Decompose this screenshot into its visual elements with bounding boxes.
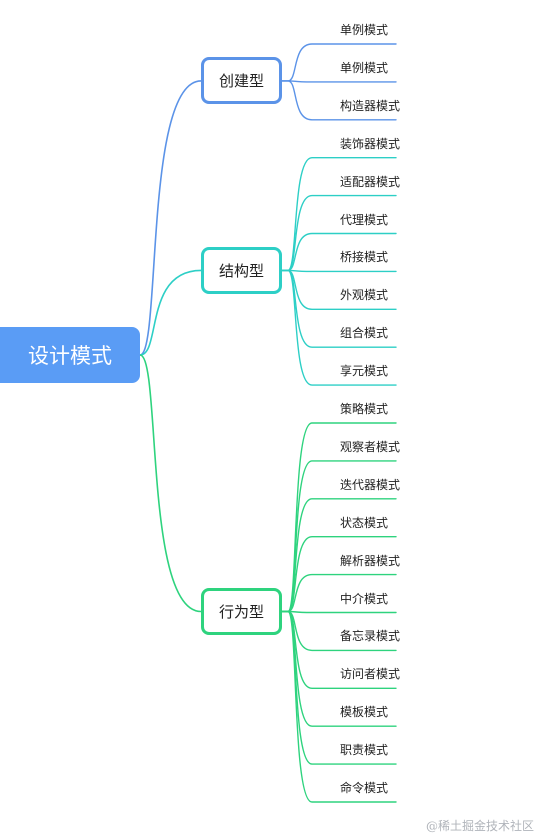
leaf-connector — [281, 80, 397, 121]
root-label: 设计模式 — [28, 344, 112, 368]
leaf-node[interactable]: 命令模式 — [340, 781, 389, 795]
leaf-connector — [281, 269, 397, 386]
leaf-node[interactable]: 解析器模式 — [340, 553, 401, 568]
leaf-node[interactable]: 构造器模式 — [340, 98, 401, 113]
leaf-connector — [281, 610, 397, 803]
leaf-node[interactable]: 职责模式 — [340, 743, 389, 758]
leaf-node[interactable]: 适配器模式 — [340, 174, 401, 189]
leaf-node[interactable]: 备忘录模式 — [340, 629, 401, 644]
leaf-node[interactable]: 迭代器模式 — [340, 477, 401, 492]
leaf-node[interactable]: 装饰器模式 — [340, 136, 401, 151]
leaf-node[interactable]: 状态模式 — [340, 515, 389, 530]
root-to-creational-connector — [139, 80, 202, 356]
category-node-behavioral[interactable]: 行为型 — [201, 588, 282, 635]
leaf-connector — [281, 80, 397, 83]
category-label: 创建型 — [218, 72, 264, 91]
leaf-node[interactable]: 组合模式 — [340, 326, 389, 341]
leaf-node[interactable]: 单例模式 — [340, 23, 389, 37]
leaf-node[interactable]: 中介模式 — [340, 591, 389, 606]
category-node-structural[interactable]: 结构型 — [201, 246, 282, 294]
leaf-node[interactable]: 代理模式 — [340, 212, 389, 227]
watermark: @稀土掘金技术社区 — [425, 819, 534, 833]
category-label: 结构型 — [218, 261, 264, 280]
root-to-structural-connector — [139, 269, 202, 356]
category-node-creational[interactable]: 创建型 — [201, 57, 282, 105]
leaf-node[interactable]: 策略模式 — [340, 402, 389, 416]
leaf-node[interactable]: 访问者模式 — [340, 667, 401, 682]
leaf-connector — [281, 269, 397, 273]
category-label: 行为型 — [218, 603, 264, 621]
leaf-node[interactable]: 观察者模式 — [340, 439, 401, 454]
root-to-behavioral-connector — [139, 354, 202, 613]
leaf-node[interactable]: 单例模式 — [340, 60, 389, 75]
root-node[interactable]: 设计模式 — [0, 327, 140, 383]
leaf-node[interactable]: 桥接模式 — [340, 250, 389, 265]
leaf-node[interactable]: 外观模式 — [340, 288, 389, 303]
leaf-node[interactable]: 模板模式 — [340, 705, 389, 720]
leaf-connector — [281, 610, 397, 614]
leaf-node[interactable]: 享元模式 — [340, 364, 389, 379]
